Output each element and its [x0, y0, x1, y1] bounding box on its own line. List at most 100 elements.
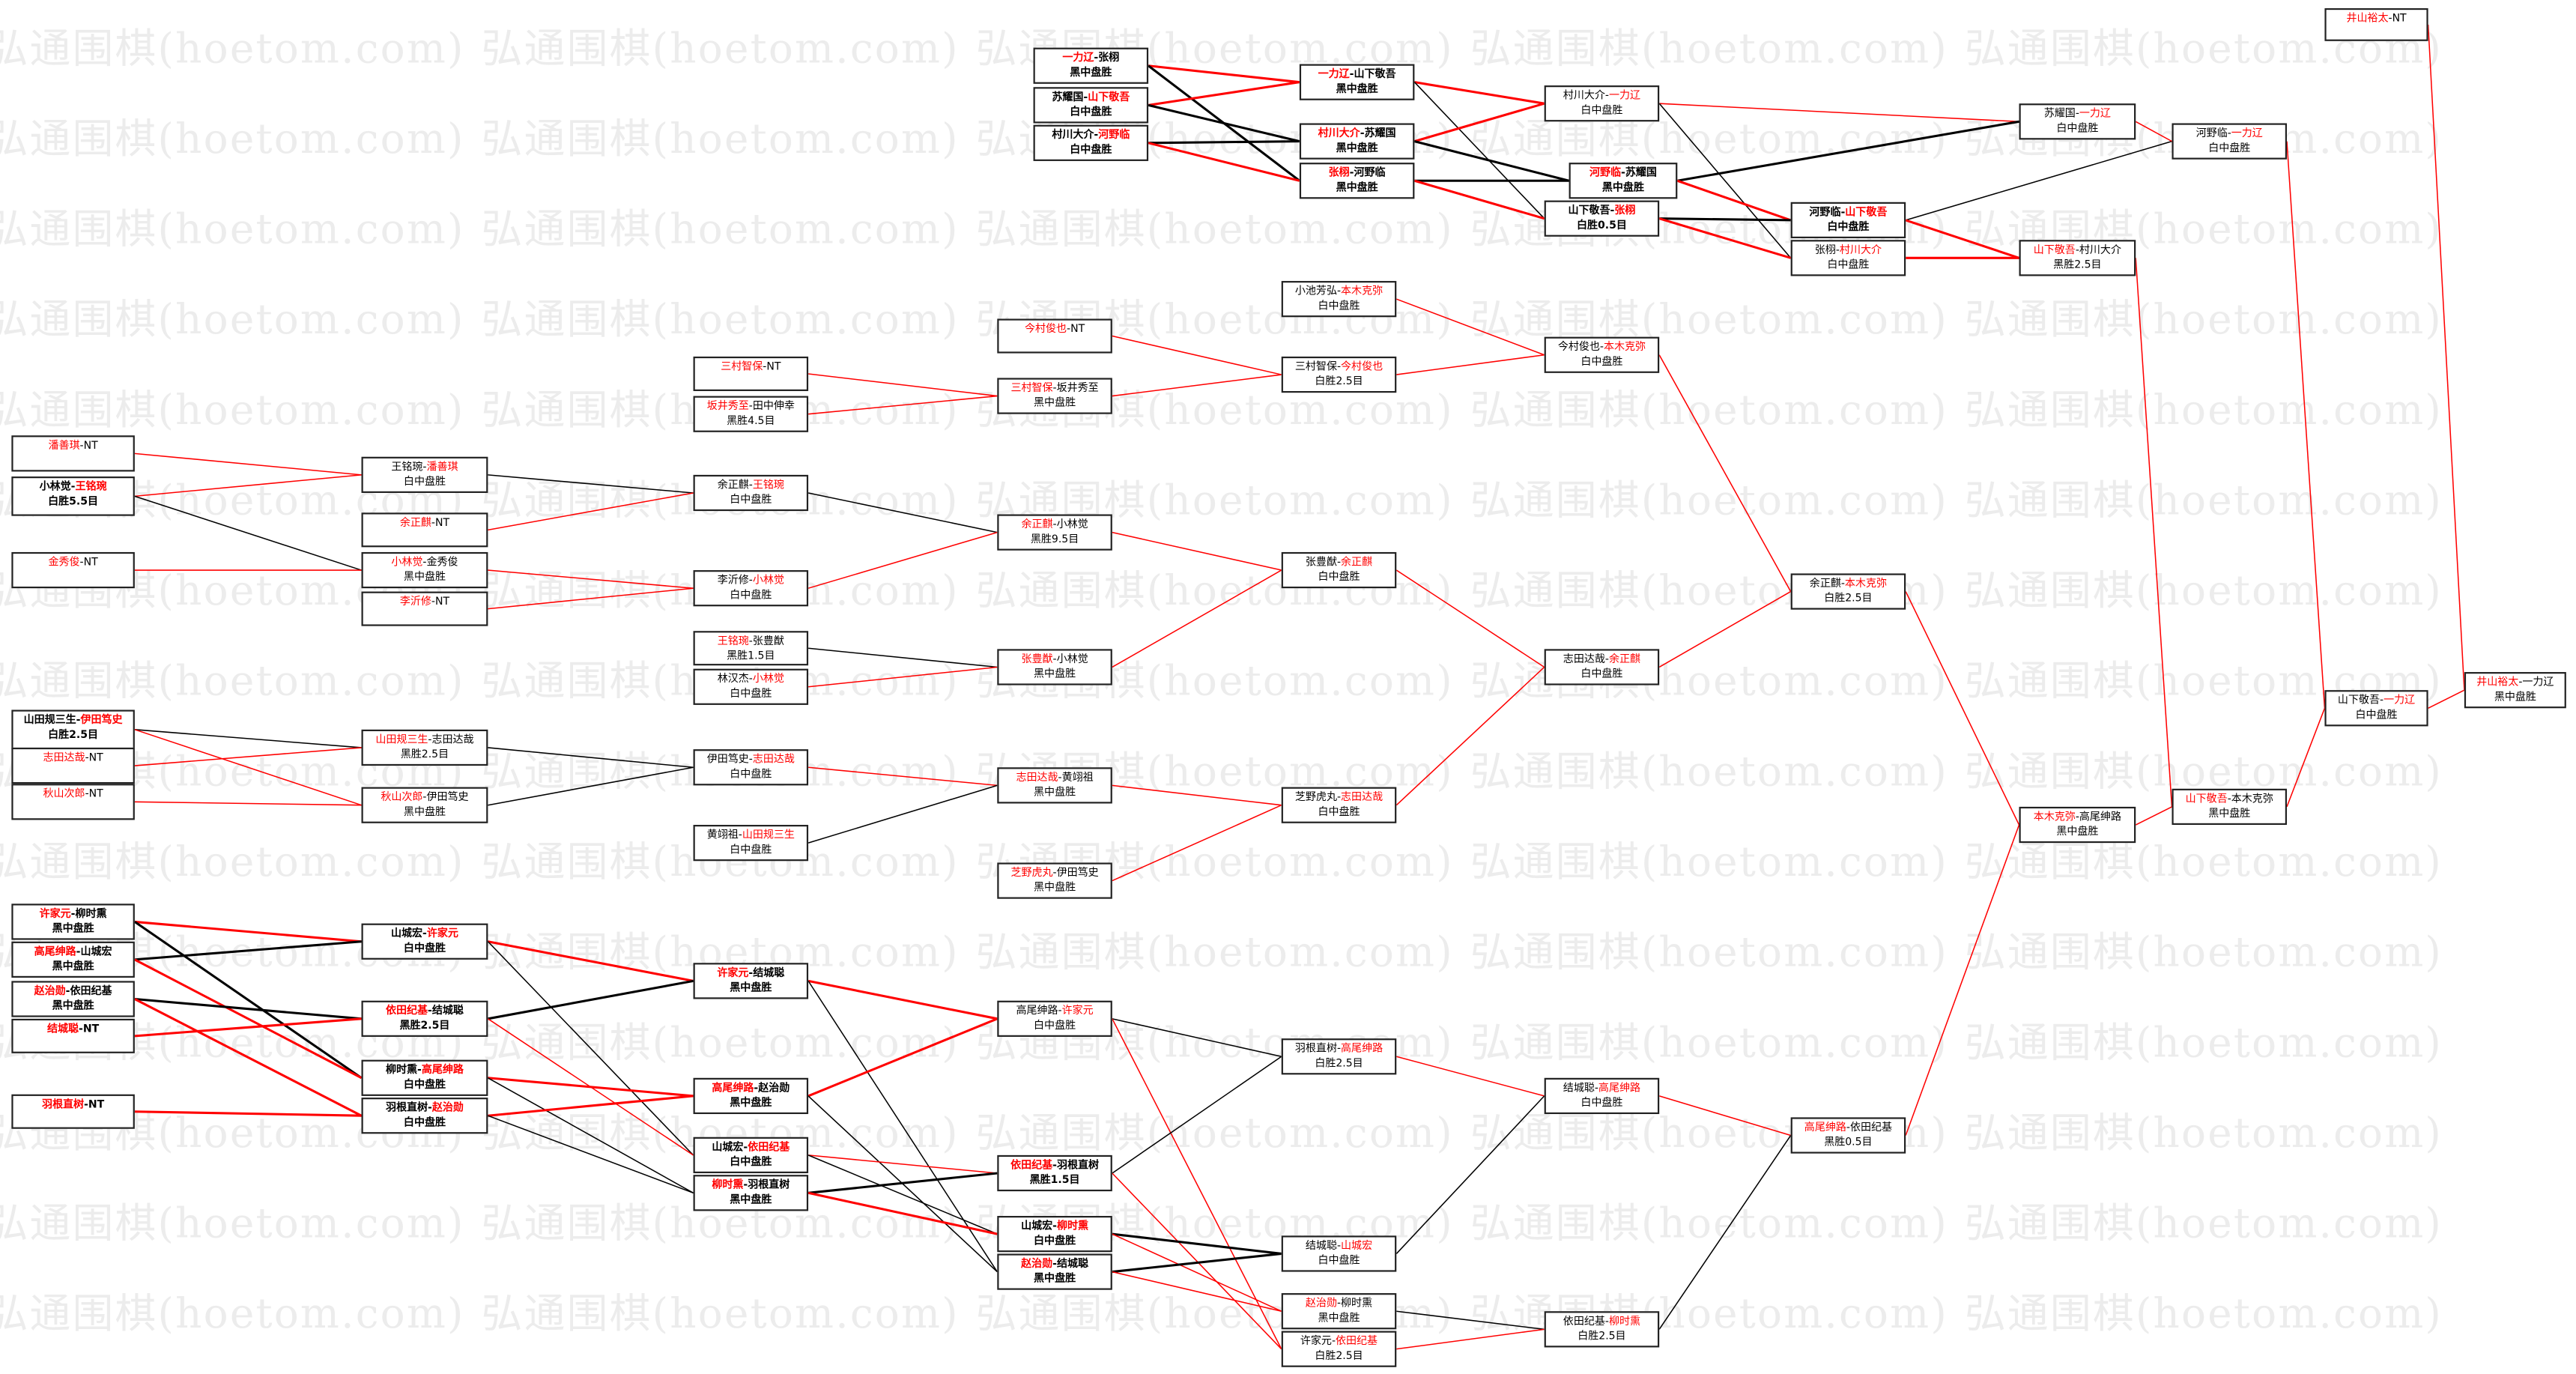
- player-name: 苏耀国: [1364, 126, 1396, 140]
- match-box: 一力辽-张栩黑中盘胜: [1033, 47, 1149, 84]
- separator: -: [1840, 576, 1845, 590]
- loser-line: [134, 495, 362, 571]
- match-players: 一力辽-山下敬吾: [1301, 67, 1413, 82]
- winner-line: [1112, 335, 1282, 375]
- player-name: 王铭琬: [391, 460, 423, 473]
- player-name: 伊田笃史: [426, 790, 469, 804]
- winner-name: 许家元: [717, 966, 749, 980]
- watermark-text: 弘通围棋(hoetom.com): [975, 928, 1454, 976]
- match-result: 黑中盘胜: [1034, 667, 1076, 681]
- match-players: 李沂修-NT: [363, 595, 486, 610]
- match-players: 赵治勋-依田纪基: [13, 984, 133, 999]
- player-name: 志田达哉: [1563, 652, 1605, 666]
- match-result: 黑中盘胜: [52, 999, 94, 1013]
- match-result: 黑中盘胜: [1336, 82, 1378, 96]
- winner-line: [2286, 141, 2326, 709]
- match-result: 黑胜2.5目: [400, 747, 449, 761]
- match-players: 赵治勋-结城聪: [998, 1257, 1110, 1272]
- player-name: 柳时熏: [385, 1063, 418, 1077]
- winner-line: [807, 1017, 998, 1098]
- loser-line: [488, 1115, 694, 1194]
- match-box: 林汉杰-小林觉白中盘胜: [693, 668, 809, 705]
- player-name: 山城宏: [390, 926, 423, 940]
- winner-name: 高尾绅路: [1804, 1120, 1846, 1134]
- player-name: 苏耀国: [1625, 166, 1657, 180]
- match-result: 白中盘胜: [1827, 220, 1870, 234]
- watermark-text: 弘通围棋(hoetom.com): [1470, 115, 1948, 163]
- match-players: 河野临-山下敬吾: [1792, 205, 1904, 220]
- winner-name: 今村俊也: [1341, 360, 1384, 373]
- match-box: 山下敬吾-一力辽白中盘胜: [2324, 690, 2428, 727]
- loser-line: [1112, 1018, 1282, 1058]
- winner-name: 本木克弥: [1341, 284, 1384, 297]
- match-box: 小林觉-王铭琬白胜5.5目: [11, 476, 135, 516]
- match-players: 依田纪基-结城聪: [363, 1004, 486, 1019]
- winner-line: [1396, 354, 1545, 375]
- winner-line: [807, 373, 998, 397]
- watermark-text: 弘通围棋(hoetom.com): [481, 295, 960, 344]
- separator: -: [1331, 1334, 1336, 1348]
- match-players: 山下敬吾-村川大介: [2021, 243, 2134, 258]
- match-result: 黑中盘胜: [403, 570, 446, 584]
- player-name: 山城宏: [712, 1140, 744, 1154]
- winner-name: 本木克弥: [2033, 810, 2076, 823]
- match-players: 井山裕太-一力辽: [2466, 675, 2565, 690]
- loser-line: [1112, 1232, 1282, 1255]
- player-name: 张栩: [1098, 50, 1120, 64]
- loser-line: [1112, 1056, 1282, 1174]
- match-box: 余正麒-NT: [361, 512, 488, 548]
- winner-line: [488, 1077, 694, 1098]
- match-result: 黑中盘胜: [52, 959, 94, 973]
- separator: -: [2518, 675, 2523, 688]
- winner-name: 山田规三生: [375, 733, 428, 746]
- separator: -: [422, 460, 427, 473]
- separator: -: [1058, 1004, 1062, 1017]
- player-name: 山城宏: [1021, 1219, 1053, 1232]
- match-box: 张豊猷-余正麒白中盘胜: [1281, 551, 1397, 589]
- match-result: 白中盘胜: [1070, 105, 1112, 118]
- player-name: NT: [1070, 321, 1085, 336]
- match-players: 一力辽-张栩: [1035, 51, 1147, 66]
- separator: -: [1621, 166, 1625, 180]
- match-box: 柳时熏-羽根直树黑中盘胜: [693, 1175, 809, 1211]
- loser-line: [1148, 103, 1300, 143]
- winner-line: [134, 958, 363, 1080]
- match-box: 王铭琬-潘善琪白中盘胜: [361, 456, 488, 493]
- watermark-text: 弘通围棋(hoetom.com): [1470, 1018, 1948, 1067]
- match-result: 黑中盘胜: [2494, 690, 2536, 703]
- match-result: 白中盘胜: [1318, 299, 1360, 312]
- match-box: 羽根直树-NT: [11, 1094, 135, 1129]
- winner-name: 小林觉: [391, 555, 423, 569]
- player-name: NT: [82, 1022, 100, 1035]
- winner-line: [1905, 219, 2019, 259]
- separator: -: [1052, 1256, 1057, 1271]
- player-name: 林汉杰: [717, 672, 749, 686]
- match-box: 本木克弥-高尾绅路黑中盘胜: [2019, 806, 2136, 844]
- player-name: 芝野虎丸: [1294, 790, 1337, 804]
- match-result: 白中盘胜: [1581, 354, 1623, 369]
- watermark-text: 弘通围棋(hoetom.com): [1964, 295, 2443, 344]
- separator: -: [754, 1081, 759, 1095]
- loser-line: [488, 1077, 694, 1193]
- watermark-row: 弘通围棋(hoetom.com)弘通围棋(hoetom.com)弘通围棋(hoe…: [0, 16, 2459, 76]
- match-result: 黑中盘胜: [730, 1095, 772, 1110]
- winner-line: [1395, 298, 1545, 356]
- winner-line: [1112, 1172, 1282, 1350]
- separator: -: [65, 984, 70, 998]
- loser-line: [1396, 1310, 1545, 1331]
- match-result: 白中盘胜: [1318, 1253, 1360, 1267]
- winner-line: [134, 729, 362, 806]
- separator: -: [748, 752, 753, 766]
- player-name: 羽根直树: [1294, 1041, 1337, 1056]
- match-result: 黑胜1.5目: [1029, 1172, 1080, 1187]
- winner-line: [2135, 258, 2173, 807]
- winner-line: [134, 998, 363, 1117]
- separator: -: [738, 828, 742, 841]
- player-name: 高尾绅路: [1016, 1004, 1058, 1017]
- winner-name: 余正麒: [1608, 652, 1640, 666]
- separator: -: [1067, 321, 1071, 336]
- match-result: 白中盘胜: [403, 1116, 446, 1129]
